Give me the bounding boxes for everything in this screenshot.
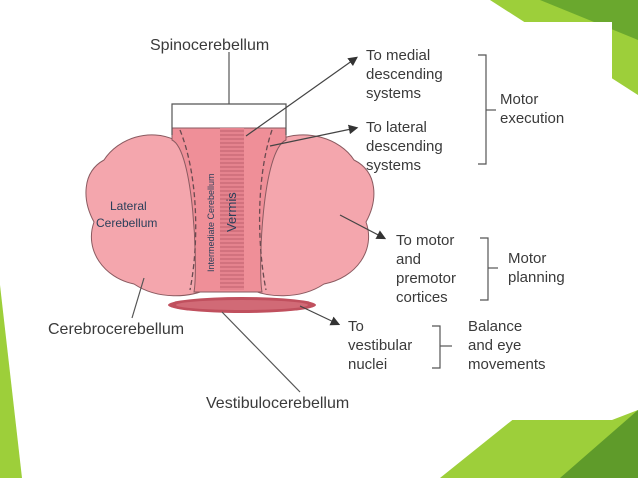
label-to-medial-2: descending: [366, 66, 443, 83]
pointer-vestibulocerebellum: [221, 311, 301, 393]
pointer-cerebrocerebellum: [131, 277, 145, 319]
bracket-balance: [432, 325, 441, 369]
bracket-planning: [480, 237, 489, 301]
label-intermediate-cerebellum: Intermediate Cerebellum: [206, 173, 216, 272]
label-spinocerebellum: Spinocerebellum: [150, 37, 269, 54]
left-hemisphere: [85, 134, 211, 297]
label-balance-2: and eye: [468, 337, 521, 354]
label-vermis: Vermis: [224, 192, 239, 232]
label-to-motor-3: premotor: [396, 270, 456, 287]
arrow-to-motor: [339, 214, 387, 240]
label-to-vestibular-2: vestibular: [348, 337, 412, 354]
label-to-motor-2: and: [396, 251, 421, 268]
intermediate-boundary-left: [179, 129, 197, 291]
label-motor-planning-1: Motor: [508, 250, 546, 267]
flocculonodular-core: [176, 300, 308, 310]
label-cerebrocerebellum: Cerebrocerebellum: [48, 321, 184, 338]
green-accent-bottom-right-dark: [560, 410, 638, 478]
label-to-vestibular-3: nuclei: [348, 356, 387, 373]
label-balance-1: Balance: [468, 318, 522, 335]
green-accent-top-right-dark: [540, 0, 638, 40]
label-motor-planning-2: planning: [508, 269, 565, 286]
right-hemisphere: [247, 134, 375, 297]
vermis-striations: [220, 130, 244, 288]
green-accent-bottom-left: [0, 285, 22, 478]
label-to-lateral-2: descending: [366, 138, 443, 155]
label-to-vestibular-1: To: [348, 318, 364, 335]
intermediate-boundary-right: [258, 129, 273, 291]
bracket-execution: [478, 54, 487, 165]
label-to-lateral-1: To lateral: [366, 119, 427, 136]
label-vestibulocerebellum: Vestibulocerebellum: [206, 395, 349, 412]
label-lateral-cerebellum-line2: Cerebellum: [96, 216, 157, 230]
label-motor-execution-2: execution: [500, 110, 564, 127]
arrow-to-vestibular: [299, 305, 341, 326]
label-to-medial-1: To medial: [366, 47, 430, 64]
label-to-motor-1: To motor: [396, 232, 454, 249]
label-motor-execution-1: Motor: [500, 91, 538, 108]
label-lateral-cerebellum-line1: Lateral: [110, 199, 147, 213]
label-balance-3: movements: [468, 356, 546, 373]
label-to-lateral-3: systems: [366, 157, 421, 174]
arrow-to-medial: [245, 56, 358, 137]
arrow-to-lateral: [269, 124, 359, 147]
label-to-medial-3: systems: [366, 85, 421, 102]
cerebellum: [85, 127, 375, 297]
label-to-motor-4: cortices: [396, 289, 448, 306]
